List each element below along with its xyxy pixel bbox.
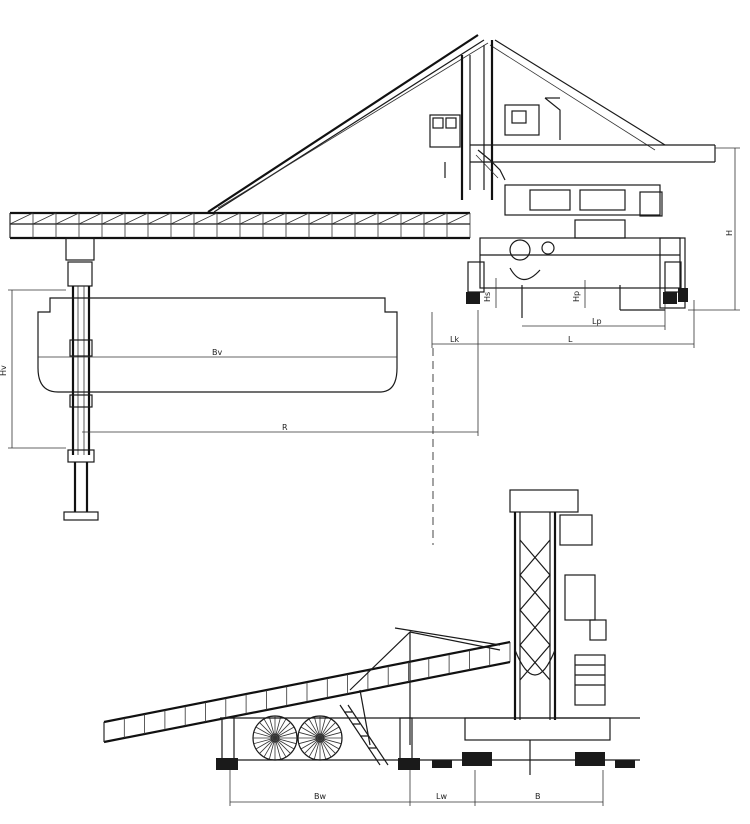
dim-bw-label: Bw bbox=[314, 792, 326, 801]
dim-hv-label: Hv bbox=[0, 365, 8, 376]
dim-l-label: L bbox=[568, 335, 573, 344]
inclined-conveyor bbox=[103, 627, 511, 746]
side-elevation-view: Bv Hv R Lk L Lp H bbox=[0, 34, 740, 545]
tower-structure bbox=[509, 489, 607, 720]
front-elevation-view: Bw Lw B bbox=[103, 489, 640, 806]
top-dimensions: Bv Hv R Lk L Lp H bbox=[0, 147, 740, 449]
boom-truss bbox=[9, 211, 471, 240]
dim-hs-label: Hs bbox=[483, 292, 492, 302]
dim-h-label: H bbox=[725, 230, 734, 236]
luffing-stay bbox=[207, 34, 666, 213]
cable-reels bbox=[252, 715, 343, 761]
dim-lp-label: Lp bbox=[592, 317, 602, 326]
gantry-base bbox=[216, 717, 640, 775]
bottom-dimensions: Bw Lw B bbox=[229, 770, 604, 806]
gantry-stair bbox=[339, 704, 389, 766]
loading-chute bbox=[63, 237, 99, 521]
dim-r-label: R bbox=[282, 423, 288, 432]
dim-lw-label: Lw bbox=[436, 792, 447, 801]
machinery-frame bbox=[466, 184, 688, 318]
dim-hp-label: Hp bbox=[572, 291, 581, 302]
dim-b-label: B bbox=[535, 792, 541, 801]
mast-structure bbox=[429, 40, 716, 200]
dim-bv-label: Bv bbox=[212, 348, 222, 357]
dim-lk-label: Lk bbox=[450, 335, 459, 344]
ship-hull bbox=[37, 297, 398, 393]
